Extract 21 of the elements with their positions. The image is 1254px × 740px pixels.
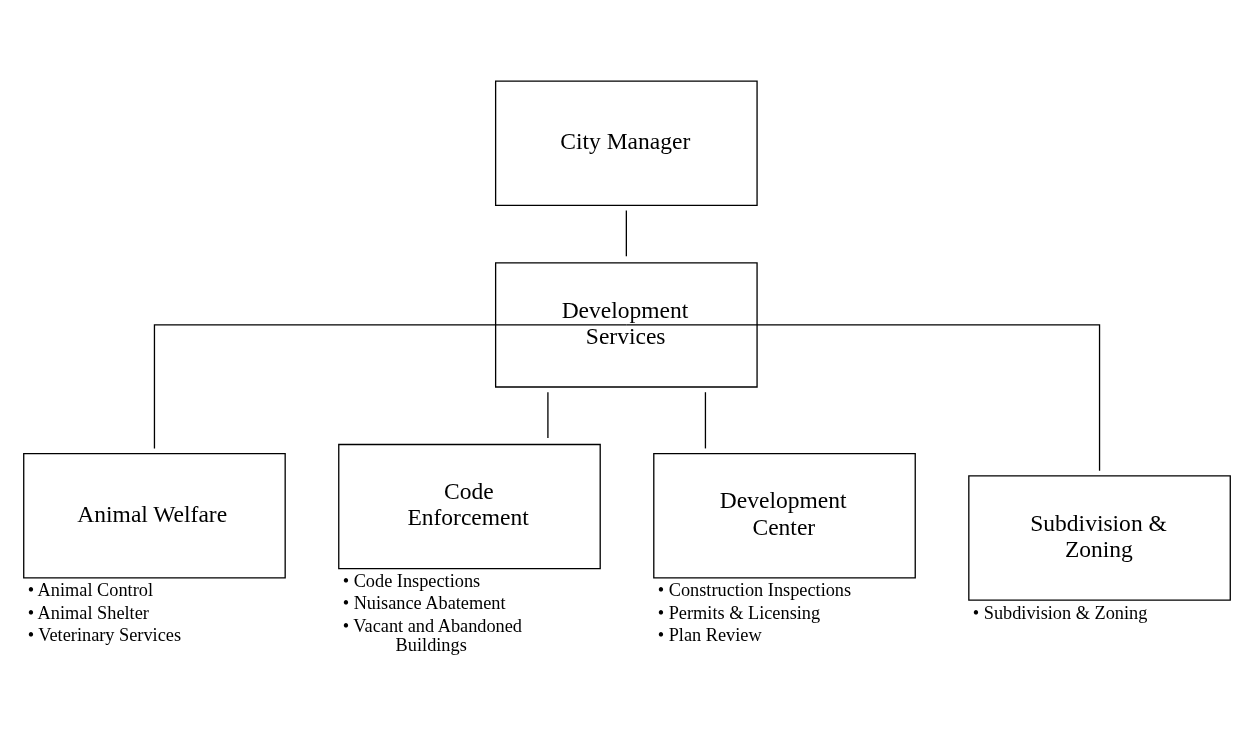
connector (704, 391, 707, 450)
node-label: • Code Inspections (342, 571, 481, 592)
node-box: Code Enforcement (338, 443, 601, 570)
node-label: • Permits & Licensing (657, 602, 821, 623)
connector (625, 209, 627, 257)
node-label: • Vacant and Abandoned Buildings (342, 615, 523, 656)
node-label: • Animal Shelter (27, 602, 149, 623)
node-box: Development Center (653, 453, 916, 579)
connector (625, 324, 1101, 472)
node-label: • Nuisance Abatement (342, 593, 506, 614)
node-box: Subdivision & Zoning (968, 475, 1231, 601)
connector (547, 391, 549, 439)
node-box: City Manager (494, 80, 758, 206)
node-label: • Plan Review (657, 624, 762, 645)
connector (153, 324, 627, 450)
node-label: • Animal Control (27, 580, 153, 601)
node-box: Development Services (494, 262, 758, 388)
node-label: • Veterinary Services (27, 624, 182, 645)
node-box: Animal Welfare (23, 453, 286, 579)
node-label: • Subdivision & Zoning (972, 602, 1148, 623)
node-label: • Construction Inspections (657, 580, 852, 601)
